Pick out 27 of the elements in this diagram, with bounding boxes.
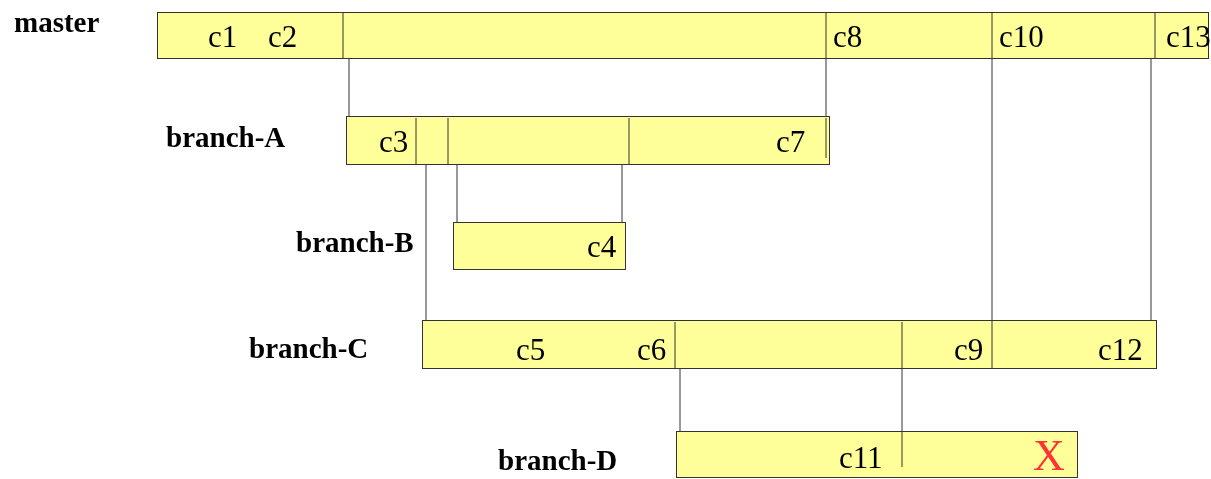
branch-name: branch-B (296, 226, 414, 259)
deleted-mark: X (1033, 434, 1065, 478)
branch-line (425, 164, 427, 321)
commit-label: c10 (999, 21, 1044, 52)
branch-line (991, 58, 993, 321)
commit-label: c1 (208, 21, 238, 52)
commit-label: c11 (839, 442, 883, 473)
branch-line (901, 368, 903, 432)
commit-label: c3 (379, 126, 409, 157)
branch-name: master (14, 6, 100, 39)
branch-name: branch-D (498, 444, 618, 477)
commit-label: c8 (833, 21, 863, 52)
branch-line (621, 164, 623, 223)
branch-line (1150, 58, 1152, 321)
commit-label: c9 (954, 334, 984, 365)
branch-line (348, 58, 350, 117)
commit-label: c4 (587, 231, 617, 262)
branch-name: branch-A (166, 121, 286, 154)
commit-label: c6 (637, 334, 667, 365)
branch-line (679, 368, 681, 432)
commit-label: c7 (776, 126, 806, 157)
branch-line (825, 58, 827, 117)
commit-label: c2 (268, 21, 298, 52)
branch-line (456, 164, 458, 223)
commit-label: c5 (516, 334, 546, 365)
commit-label: c12 (1098, 334, 1143, 365)
branch-name: branch-C (249, 332, 369, 365)
